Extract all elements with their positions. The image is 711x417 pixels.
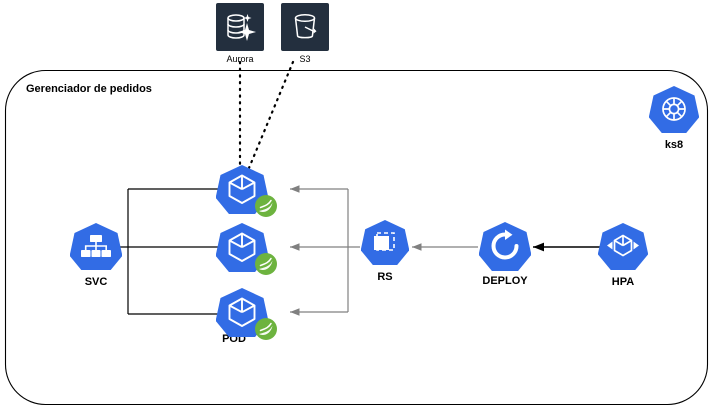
- external-node-label: S3: [299, 54, 311, 64]
- node-label: HPA: [611, 276, 635, 288]
- external-node-s3[interactable]: S3: [281, 3, 329, 64]
- external-node-label: Aurora: [226, 54, 254, 64]
- cluster-title: Gerenciador de pedidos: [26, 83, 152, 95]
- kubernetes-helm-icon: [648, 85, 700, 134]
- node-label: DEPLOY: [482, 275, 528, 287]
- pod-node-3[interactable]: POD: [215, 287, 277, 345]
- pod-node-1[interactable]: [215, 164, 277, 217]
- aurora-database-icon: [216, 3, 264, 51]
- hpa-scale-icon: [597, 222, 649, 271]
- external-node-aurora[interactable]: Aurora: [216, 3, 264, 64]
- spring-boot-icon: [254, 252, 278, 281]
- node-label: RS: [377, 271, 393, 283]
- pod-box-icon: [215, 287, 277, 340]
- cluster-badge-label: ks8: [664, 139, 684, 151]
- cluster-badge-ks8[interactable]: ks8: [648, 85, 700, 151]
- cluster-boundary: [4, 69, 709, 406]
- node-rs[interactable]: RS: [360, 219, 410, 283]
- spring-boot-icon: [254, 194, 278, 223]
- pod-node-2[interactable]: [215, 222, 277, 275]
- service-hierarchy-icon: [69, 222, 123, 274]
- edge-s3-to-pod: [247, 60, 295, 170]
- pod-box-icon: [215, 222, 277, 275]
- replicaset-icon: [360, 219, 410, 267]
- node-svc[interactable]: SVC: [69, 222, 123, 288]
- edge-rs-to-pods: [290, 185, 360, 316]
- node-hpa[interactable]: HPA: [597, 222, 649, 288]
- s3-bucket-icon: [281, 3, 329, 51]
- node-deploy[interactable]: DEPLOY: [478, 221, 532, 287]
- pod-box-icon: [215, 164, 277, 217]
- node-label: SVC: [84, 276, 108, 288]
- spring-boot-icon: [254, 317, 278, 346]
- deployment-rotate-icon: [478, 221, 532, 273]
